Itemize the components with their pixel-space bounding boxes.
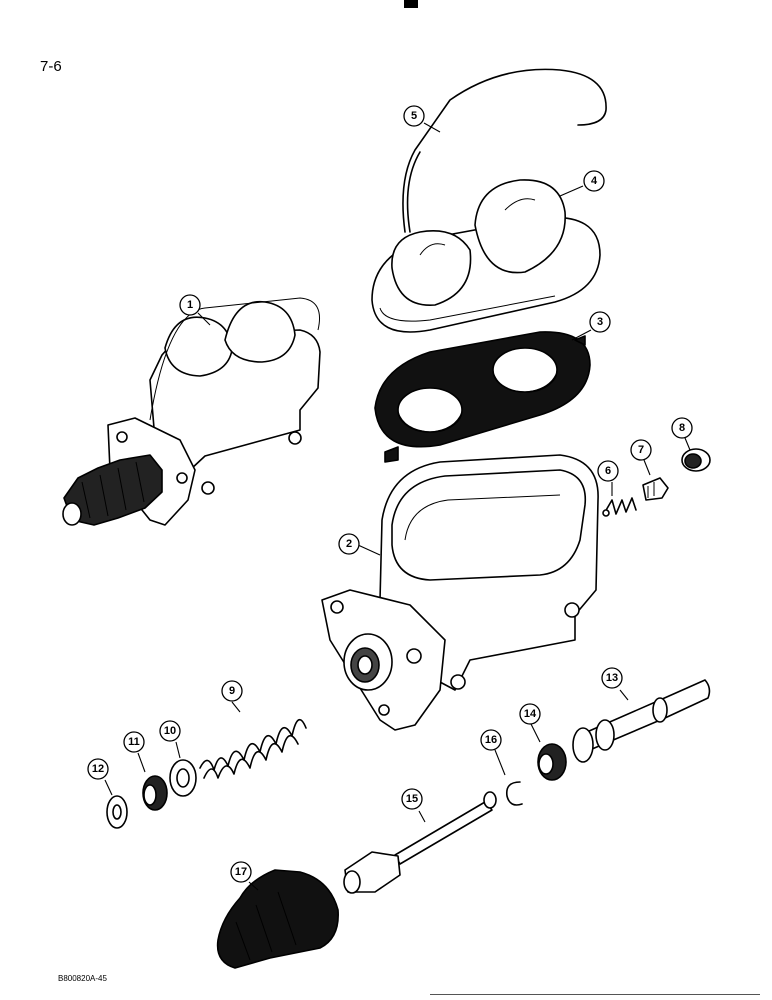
part-2-cylinder-body — [321, 454, 599, 731]
svg-text:5: 5 — [411, 110, 417, 122]
part-14-secondary-cup — [537, 743, 567, 781]
svg-text:12: 12 — [92, 763, 104, 775]
callout-1: 1 — [179, 294, 201, 316]
callout-17: 17 — [230, 861, 252, 883]
svg-text:14: 14 — [524, 708, 537, 720]
page-number: 7-6 — [40, 58, 62, 75]
callout-8: 8 — [671, 417, 693, 439]
callout-4: 4 — [583, 170, 605, 192]
svg-text:8: 8 — [679, 422, 685, 434]
callout-3: 3 — [589, 311, 611, 333]
leader-lines — [104, 122, 691, 891]
part-3-gasket — [374, 331, 591, 463]
part-9-return-spring — [199, 718, 307, 779]
callout-2: 2 — [338, 533, 360, 555]
callout-9: 9 — [221, 680, 243, 702]
svg-text:15: 15 — [406, 793, 418, 805]
callout-10: 10 — [159, 720, 181, 742]
part-7-check-valve — [642, 477, 669, 501]
part-6-spring — [602, 497, 637, 517]
callout-7: 7 — [630, 439, 652, 461]
part-13-piston — [572, 679, 711, 763]
svg-text:9: 9 — [229, 685, 235, 697]
callout-11: 11 — [123, 731, 145, 753]
part-4-reservoir-cover — [371, 179, 601, 333]
part-12-washer — [106, 795, 128, 829]
page-top-mark — [404, 0, 418, 8]
svg-text:2: 2 — [346, 538, 352, 550]
callout-13: 13 — [601, 667, 623, 689]
part-15-push-rod — [343, 791, 497, 894]
part-16-snap-ring — [505, 781, 523, 806]
svg-text:16: 16 — [485, 734, 497, 746]
callout-15: 15 — [401, 788, 423, 810]
part-1-master-cylinder-assembly — [62, 297, 321, 526]
svg-text:10: 10 — [164, 725, 176, 737]
part-11-primary-cup — [142, 775, 168, 811]
svg-text:6: 6 — [605, 465, 611, 477]
part-17-boot — [216, 869, 339, 969]
callout-5: 5 — [403, 105, 425, 127]
svg-text:3: 3 — [597, 316, 603, 328]
part-8-seat — [681, 448, 711, 472]
bottom-rule — [430, 994, 760, 995]
svg-text:13: 13 — [606, 672, 618, 684]
svg-text:11: 11 — [128, 736, 140, 748]
part-5-retaining-wire — [402, 68, 607, 233]
callout-14: 14 — [519, 703, 541, 725]
svg-text:1: 1 — [187, 299, 193, 311]
svg-text:4: 4 — [591, 175, 598, 187]
part-10-retainer — [169, 759, 197, 797]
callout-16: 16 — [480, 729, 502, 751]
svg-text:7: 7 — [638, 444, 644, 456]
callout-12: 12 — [87, 758, 109, 780]
figure-code: B800820A-45 — [58, 974, 107, 983]
svg-text:17: 17 — [235, 866, 247, 878]
callout-6: 6 — [597, 460, 619, 482]
